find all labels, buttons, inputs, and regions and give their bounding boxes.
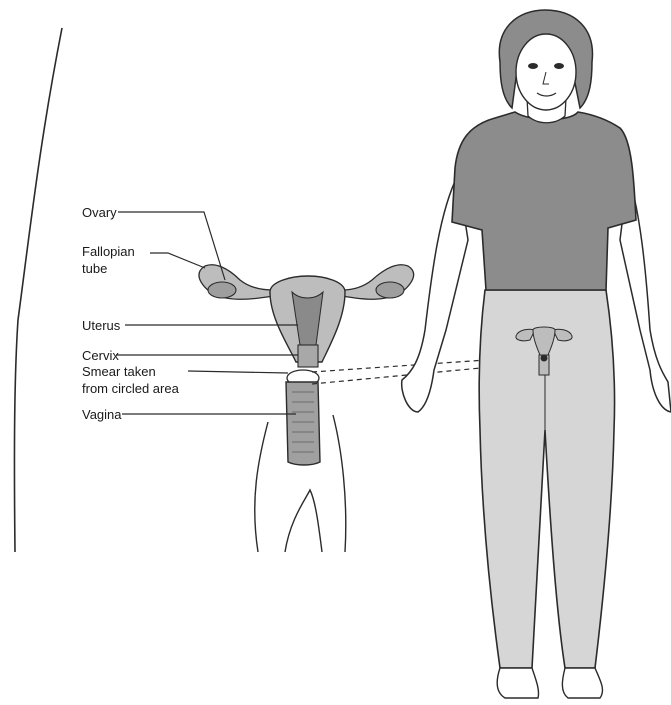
leader-fallopian [150, 253, 205, 268]
cervix [298, 345, 318, 367]
label-smear-1: Smear taken [82, 364, 156, 379]
foot-right [562, 668, 602, 698]
label-uterus: Uterus [82, 318, 120, 333]
label-fallopian-tube-1: Fallopian [82, 244, 135, 259]
ovary-right [376, 282, 404, 298]
woman-cervix-marker [541, 355, 548, 362]
ovary-left [208, 282, 236, 298]
eye-right [554, 63, 564, 69]
reproductive-organs [199, 265, 414, 465]
top [452, 112, 636, 290]
foot-left [497, 668, 538, 698]
body-outline-left [14, 28, 62, 552]
label-vagina: Vagina [82, 407, 122, 422]
label-fallopian-tube-2: tube [82, 261, 107, 276]
leader-smear [188, 371, 288, 373]
label-cervix: Cervix [82, 348, 119, 363]
eye-left [528, 63, 538, 69]
label-smear-2: from circled area [82, 381, 179, 396]
vagina [286, 382, 320, 465]
label-ovary: Ovary [82, 205, 117, 220]
woman-figure [402, 10, 671, 698]
